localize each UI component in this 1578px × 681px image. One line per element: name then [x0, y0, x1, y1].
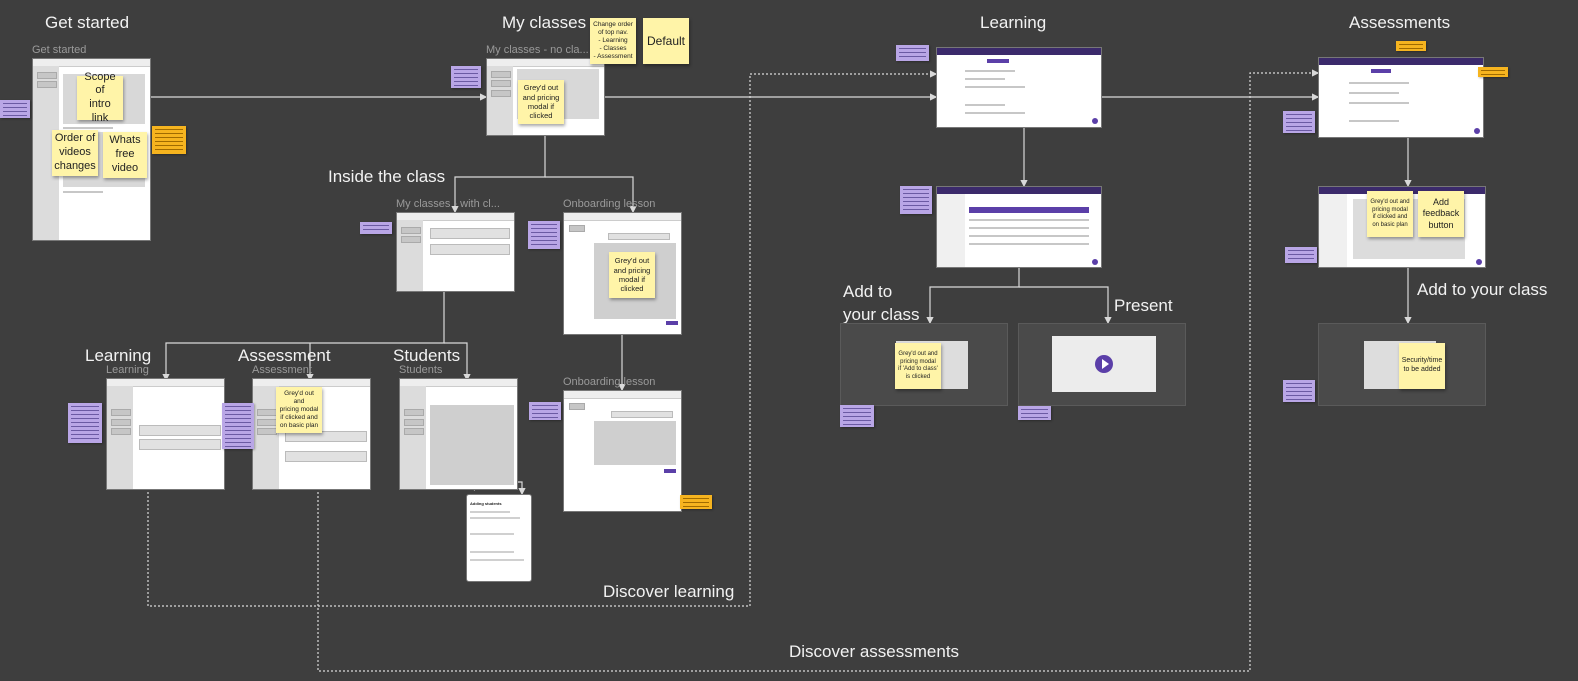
learning-tab-frame[interactable]	[106, 378, 225, 490]
section-title-add-to-your-class-assessments: Add to your class	[1417, 280, 1548, 299]
sticky-scope-of-intro-link: Scope of intro link	[77, 71, 123, 124]
section-title-inside-the-class: Inside the class	[328, 167, 446, 186]
sticky-default: Default	[643, 18, 689, 64]
frame-label-onboarding-lesson-1: Onboarding lesson	[563, 198, 656, 210]
section-title-students-sub: Students	[393, 346, 461, 365]
comment-note	[680, 495, 712, 509]
sticky-greyed-out-assessments-detail: Grey'd out and pricing modal if clicked …	[1367, 191, 1413, 237]
present-frame[interactable]	[1018, 323, 1186, 406]
flow-label-discover-learning: Discover learning	[603, 582, 735, 601]
comment-note	[360, 222, 392, 234]
comment-note	[1283, 380, 1315, 402]
my-classes-no-class-frame[interactable]	[486, 58, 605, 136]
frame-label-onboarding-lesson-2: Onboarding lesson	[563, 376, 656, 388]
frame-label-learning: Learning	[106, 364, 149, 376]
comment-note	[896, 45, 929, 61]
sticky-greyed-out-add-to-class: Grey'd out and pricing modal if 'Add to …	[895, 343, 941, 389]
comment-note	[1283, 111, 1315, 133]
section-title-learning: Learning	[980, 13, 1047, 32]
section-title-assessment-sub: Assessment	[238, 346, 331, 365]
section-title-my-classes: My classes	[502, 13, 587, 32]
comment-note	[0, 100, 30, 118]
sticky-greyed-out-onboarding: Grey'd out and pricing modal if clicked	[609, 252, 655, 298]
sticky-whats-free-video: Whats free video	[103, 132, 147, 178]
comment-note	[451, 66, 481, 88]
frame-label-students: Students	[399, 364, 443, 376]
comment-note	[529, 402, 561, 420]
section-title-get-started: Get started	[45, 13, 130, 32]
frame-label-my-classes-no-class: My classes - no cla...	[486, 44, 589, 56]
comment-note	[1396, 41, 1426, 51]
comment-note	[68, 403, 102, 443]
section-title-add-to-your-class: Add to your class	[843, 282, 920, 324]
learning-landing-frame[interactable]	[936, 47, 1102, 128]
students-tab-frame[interactable]	[399, 378, 518, 490]
comment-note	[222, 403, 254, 449]
comment-note	[1285, 247, 1317, 263]
section-title-learning-sub: Learning	[85, 346, 152, 365]
frame-label-my-classes-with-class: My classes - with cl...	[396, 198, 500, 210]
comment-note	[152, 126, 186, 154]
learning-lesson-detail-frame[interactable]	[936, 186, 1102, 268]
sticky-change-order-top-nav: Change order of top nav. - Learning - Cl…	[590, 18, 636, 64]
section-title-assessments: Assessments	[1349, 13, 1451, 32]
comment-note	[528, 221, 560, 249]
sticky-add-feedback-button: Add feedback button	[1418, 191, 1464, 237]
onboarding-lesson-frame-2[interactable]	[563, 390, 682, 512]
assessments-landing-frame[interactable]	[1318, 57, 1484, 138]
comment-note	[840, 405, 874, 427]
my-classes-with-class-frame[interactable]	[396, 212, 515, 292]
frame-label-assessment: Assessment	[252, 364, 312, 376]
adding-students-modal[interactable]: Adding students	[466, 494, 532, 582]
comment-note	[1478, 67, 1508, 77]
sticky-order-of-videos-changes: Order of videos changes	[52, 130, 98, 176]
frame-label-get-started: Get started	[32, 44, 87, 56]
adding-students-modal-title: Adding students	[470, 501, 502, 506]
sticky-greyed-out-my-classes: Grey'd out and pricing modal if clicked	[518, 80, 564, 124]
flow-label-discover-assessments: Discover assessments	[789, 642, 960, 661]
comment-note	[1018, 406, 1051, 420]
sticky-greyed-out-assessment: Grey'd out and pricing modal if clicked …	[276, 387, 322, 433]
play-icon[interactable]	[1095, 355, 1113, 373]
sticky-security-time: Security/time to be added	[1399, 343, 1445, 389]
comment-note	[900, 186, 932, 214]
section-title-present: Present	[1114, 296, 1173, 315]
